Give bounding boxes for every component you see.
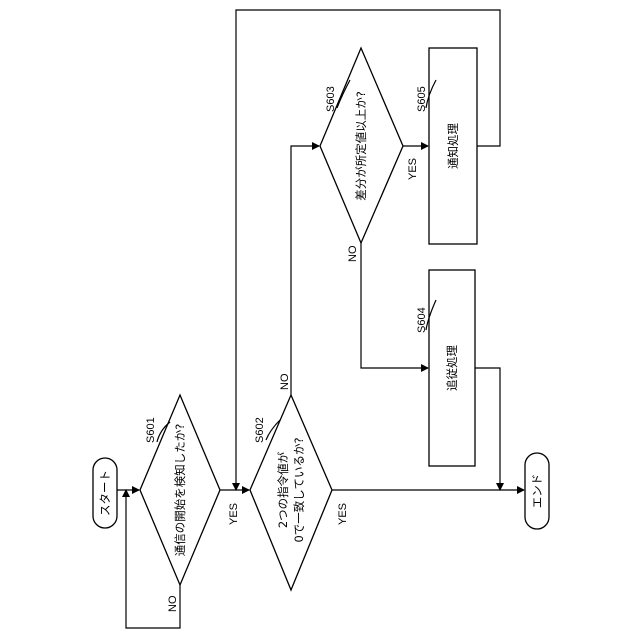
decision-s603: 差分が所定値以上か? S603 — [320, 48, 403, 243]
edge-s604-end — [475, 368, 500, 490]
s601-step-label: S601 — [145, 417, 157, 443]
s601-yes-label: YES — [228, 503, 240, 525]
end-label: エンド — [530, 474, 544, 509]
s605-step-label: S605 — [416, 86, 428, 112]
s602-text-line2: 0で一致しているか? — [292, 437, 306, 542]
s603-yes-label: YES — [407, 158, 419, 180]
edge-s603-no — [361, 243, 428, 368]
edge-s602-no — [291, 146, 319, 395]
decision-s601: 通信の開始を検知したか? S601 — [140, 395, 220, 585]
s604-text: 追従処理 — [445, 345, 459, 391]
s602-text-line1: 2つの指令値が — [276, 451, 290, 528]
s603-text: 差分が所定値以上か? — [354, 91, 368, 201]
s605-text: 通知処理 — [446, 123, 460, 169]
s601-no-label: NO — [167, 595, 179, 612]
s602-yes-label: YES — [337, 503, 349, 525]
decision-s602: 2つの指令値が 0で一致しているか? S602 — [250, 395, 332, 590]
s603-no-label: NO — [347, 245, 359, 262]
s603-step-label: S603 — [325, 86, 337, 112]
s602-no-label: NO — [279, 373, 291, 390]
end-terminator: エンド — [525, 453, 549, 529]
s602-step-label: S602 — [254, 417, 266, 443]
start-label: スタート — [98, 470, 112, 516]
start-terminator: スタート — [93, 458, 117, 528]
s601-text: 通信の開始を検知したか? — [173, 424, 187, 557]
